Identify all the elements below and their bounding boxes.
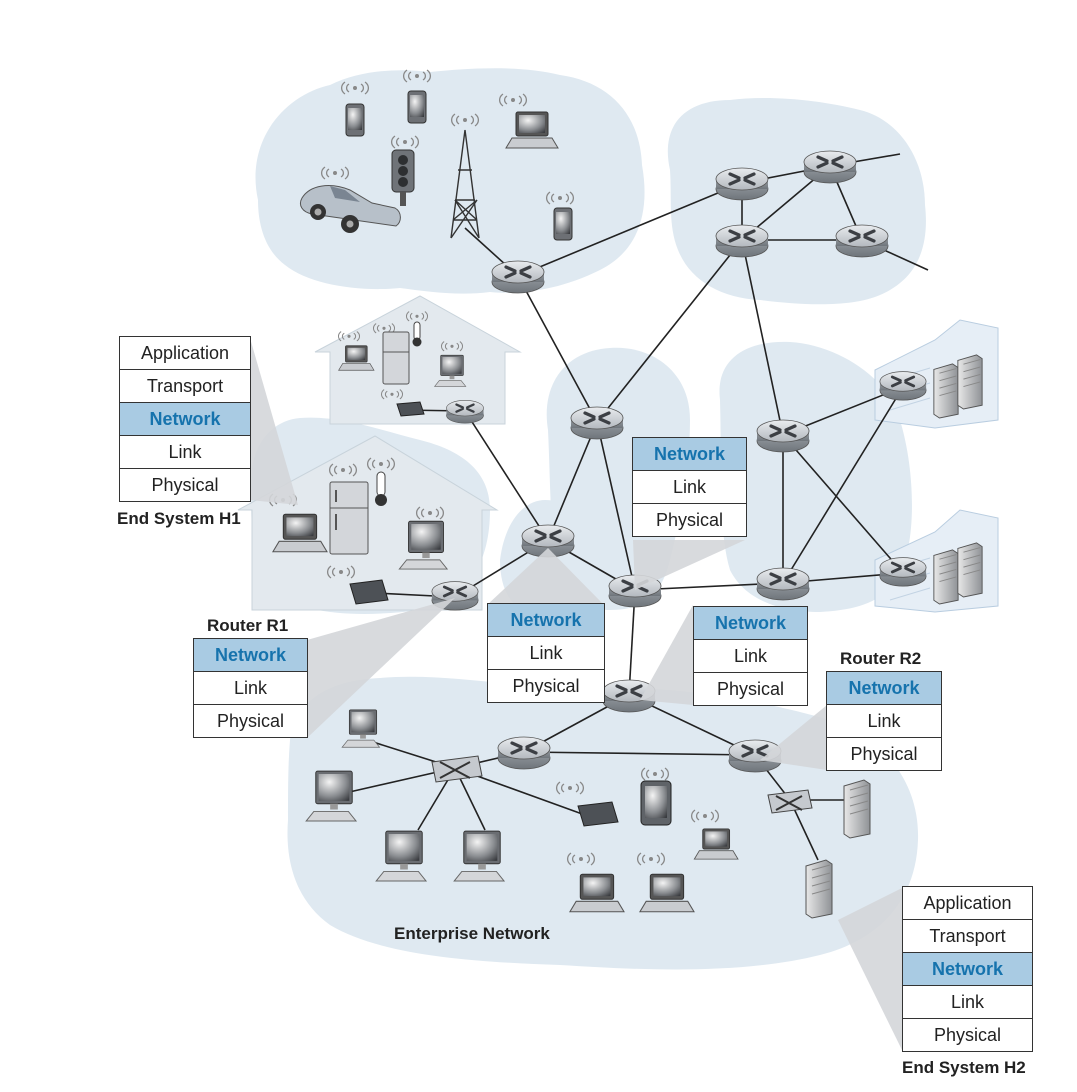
- router-icon: [445, 399, 485, 425]
- router-icon: [755, 418, 811, 454]
- layer-link: Link: [903, 985, 1032, 1018]
- end-system-h1-label: End System H1: [117, 509, 241, 528]
- router-r2-stack: Network Link Physical: [826, 671, 942, 771]
- lower-home-devices: [268, 457, 448, 605]
- router-r2-label: Router R2: [840, 649, 922, 668]
- server-rack-icon: [933, 549, 959, 605]
- layer-physical: Physical: [633, 503, 746, 536]
- wireless-access-point-icon: [577, 801, 619, 827]
- traffic-light-icon: [391, 149, 415, 206]
- layer-application: Application: [923, 893, 1012, 913]
- layer-network: Network: [827, 672, 941, 704]
- router-stack-middle: Network Link Physical: [487, 603, 605, 703]
- layer-network: Network: [694, 607, 807, 639]
- house-icon: [314, 295, 522, 425]
- layer-physical: Physical: [903, 1018, 1032, 1051]
- router-icon: [878, 556, 928, 588]
- router-icon: [490, 259, 546, 295]
- router-stack-right: Network Link Physical: [693, 606, 808, 706]
- layer-network: Network: [194, 639, 307, 671]
- layer-network: Network: [120, 402, 250, 435]
- layer-physical: Physical: [488, 669, 604, 702]
- layer-network: Network: [903, 952, 1032, 985]
- layer-link: Link: [827, 704, 941, 737]
- router-icon: [834, 223, 890, 259]
- router-icon: [878, 370, 928, 402]
- layer-link: Link: [694, 639, 807, 672]
- router-icon: [569, 405, 625, 441]
- enterprise-devices: [305, 709, 871, 919]
- router-icon: [714, 223, 770, 259]
- data-center-servers: [933, 354, 983, 605]
- layer-link: Link: [633, 470, 746, 503]
- smartphone-icon: [407, 90, 427, 124]
- server-rack-icon: [957, 354, 983, 410]
- layer-physical: Physical: [194, 704, 307, 737]
- server-rack-icon: [957, 542, 983, 598]
- mobile-network-cloud: [255, 68, 645, 294]
- layer-transport: Transport: [903, 919, 1032, 952]
- layer-link: Link: [194, 671, 307, 704]
- end-system-h1-stack: Application Transport Network Link Physi…: [119, 336, 251, 502]
- layer-network: Network: [488, 604, 604, 636]
- server-rack-icon: [805, 859, 833, 919]
- cell-tower-icon: [450, 129, 480, 239]
- tablet-icon: [640, 780, 672, 826]
- enterprise-network-label: Enterprise Network: [394, 924, 550, 943]
- router-icon: [496, 735, 552, 771]
- router-r1-stack: Network Link Physical: [193, 638, 308, 738]
- layer-application: Application: [140, 343, 230, 363]
- thermometer-icon: [412, 321, 422, 347]
- server-rack-icon: [933, 363, 959, 419]
- switch-icon: [767, 789, 813, 814]
- car-icon: [299, 185, 401, 233]
- wireless-access-point-icon: [349, 579, 389, 605]
- server-rack-icon: [843, 779, 871, 839]
- router-r1-label: Router R1: [207, 616, 289, 635]
- refrigerator-icon: [329, 481, 369, 555]
- smartphone-icon: [553, 207, 573, 241]
- router-icon: [755, 566, 811, 602]
- switch-icon: [431, 755, 483, 783]
- layer-physical: Physical: [694, 672, 807, 705]
- layer-link: Link: [488, 636, 604, 669]
- router-icon: [714, 166, 770, 202]
- content-provider-cloud: [719, 341, 912, 612]
- end-system-h2-stack: Application Transport Network Link Physi…: [902, 886, 1033, 1052]
- end-system-h2-label: End System H2: [902, 1058, 1026, 1077]
- layer-link: Link: [120, 435, 250, 468]
- upper-home-devices: [337, 311, 467, 417]
- smartphone-icon: [345, 103, 365, 137]
- layer-network: Network: [633, 438, 746, 470]
- router-stack-upper: Network Link Physical: [632, 437, 747, 537]
- layer-physical: Physical: [120, 468, 250, 501]
- callout-wedges: [250, 338, 902, 1050]
- tier1-isp-cloud: [667, 98, 926, 305]
- thermometer-icon: [375, 471, 387, 506]
- layer-physical: Physical: [827, 737, 941, 770]
- layer-transport: Transport: [120, 369, 250, 402]
- refrigerator-icon: [382, 331, 410, 385]
- wireless-access-point-icon: [396, 401, 425, 417]
- router-icon: [802, 149, 858, 185]
- mobile-devices: [299, 69, 575, 241]
